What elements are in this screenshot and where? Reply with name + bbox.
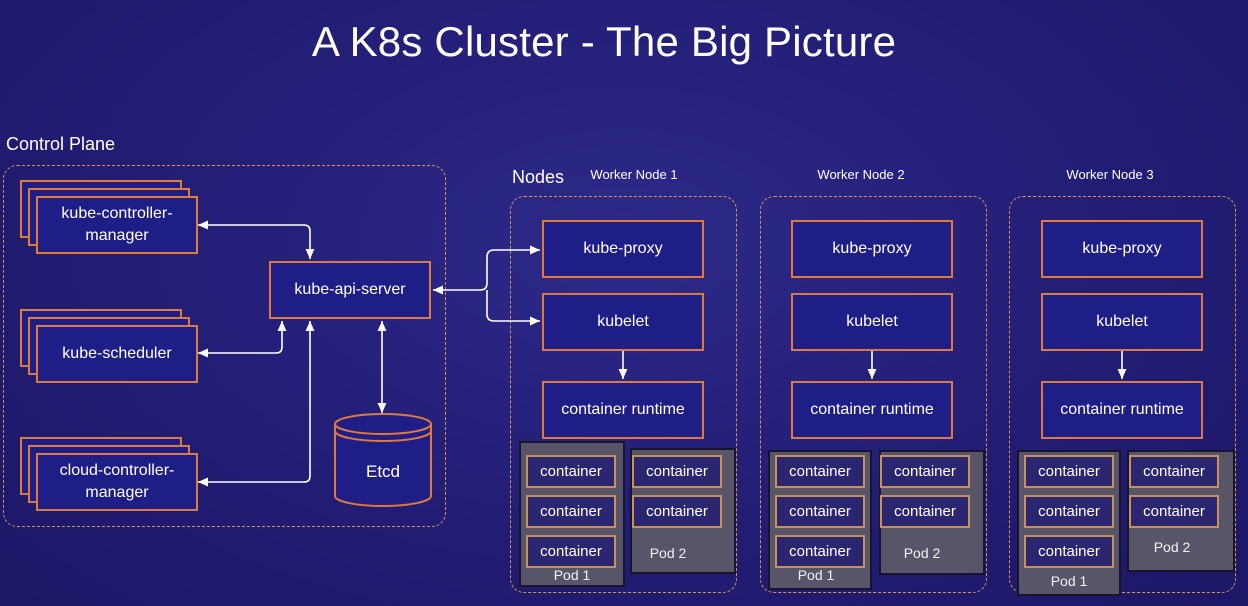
scheduler-stack: kube-scheduler (20, 309, 200, 384)
container-box: container (1024, 495, 1114, 528)
pod-2-label: Pod 2 (649, 545, 687, 561)
control-plane-label: Control Plane (6, 134, 116, 154)
container-runtime-box: container runtime (791, 381, 953, 439)
worker-node-3-boundary (1009, 196, 1236, 593)
nodes-label: Nodes (512, 167, 565, 187)
container-box: container (775, 495, 865, 528)
arrow-controller-manager-api (198, 220, 315, 259)
kubelet-box: kubelet (1041, 293, 1203, 351)
kube-proxy-box: kube-proxy (791, 220, 953, 278)
container-runtime-box: container runtime (1041, 381, 1203, 439)
container-box: container (1024, 535, 1114, 568)
worker-node-2-boundary (760, 196, 987, 593)
pod-2-label: Pod 2 (903, 545, 941, 561)
etcd-label: Etcd (365, 462, 401, 481)
worker-node-1-label: Worker Node 1 (590, 167, 678, 182)
etcd-database: Etcd (333, 412, 433, 508)
container-box: container (632, 455, 722, 488)
container-box: container (632, 495, 722, 528)
pod-1-label: Pod 1 (797, 567, 835, 583)
container-box: container (526, 535, 616, 568)
worker-node-1-boundary (510, 196, 737, 593)
worker-node-2-label: Worker Node 2 (817, 167, 905, 182)
container-box: container (775, 535, 865, 568)
pod-2-label: Pod 2 (1153, 539, 1191, 555)
container-box: container (775, 455, 865, 488)
kube-controller-manager-box: kube-controller-manager (36, 196, 198, 254)
container-box: container (1129, 495, 1219, 528)
arrow-api-kube-proxy (433, 245, 540, 295)
pod-1-label: Pod 1 (1050, 573, 1088, 589)
cloud-controller-manager-box: cloud-controller-manager (36, 453, 198, 511)
container-runtime-box: container runtime (542, 381, 704, 439)
kube-scheduler-box: kube-scheduler (36, 325, 198, 383)
diagram-title: A K8s Cluster - The Big Picture (311, 18, 897, 65)
arrow-cloud-controller-api (198, 321, 315, 487)
worker-node-3-label: Worker Node 3 (1066, 167, 1154, 182)
arrow-api-kubelet (486, 290, 540, 326)
container-box: container (526, 455, 616, 488)
container-box: container (880, 495, 970, 528)
cloud-controller-manager-stack: cloud-controller-manager (20, 437, 200, 512)
controller-manager-stack: kube-controller-manager (20, 180, 200, 255)
database-icon (334, 413, 432, 507)
container-box: container (1024, 455, 1114, 488)
container-box: container (1129, 455, 1219, 488)
kubelet-box: kubelet (542, 293, 704, 351)
kube-proxy-box: kube-proxy (1041, 220, 1203, 278)
arrow-scheduler-api (198, 321, 287, 358)
kube-proxy-box: kube-proxy (542, 220, 704, 278)
control-plane-boundary (3, 165, 446, 527)
pod-1-label: Pod 1 (553, 567, 591, 583)
kube-api-server-box: kube-api-server (269, 261, 431, 319)
kubelet-box: kubelet (791, 293, 953, 351)
container-box: container (526, 495, 616, 528)
container-box: container (880, 455, 970, 488)
